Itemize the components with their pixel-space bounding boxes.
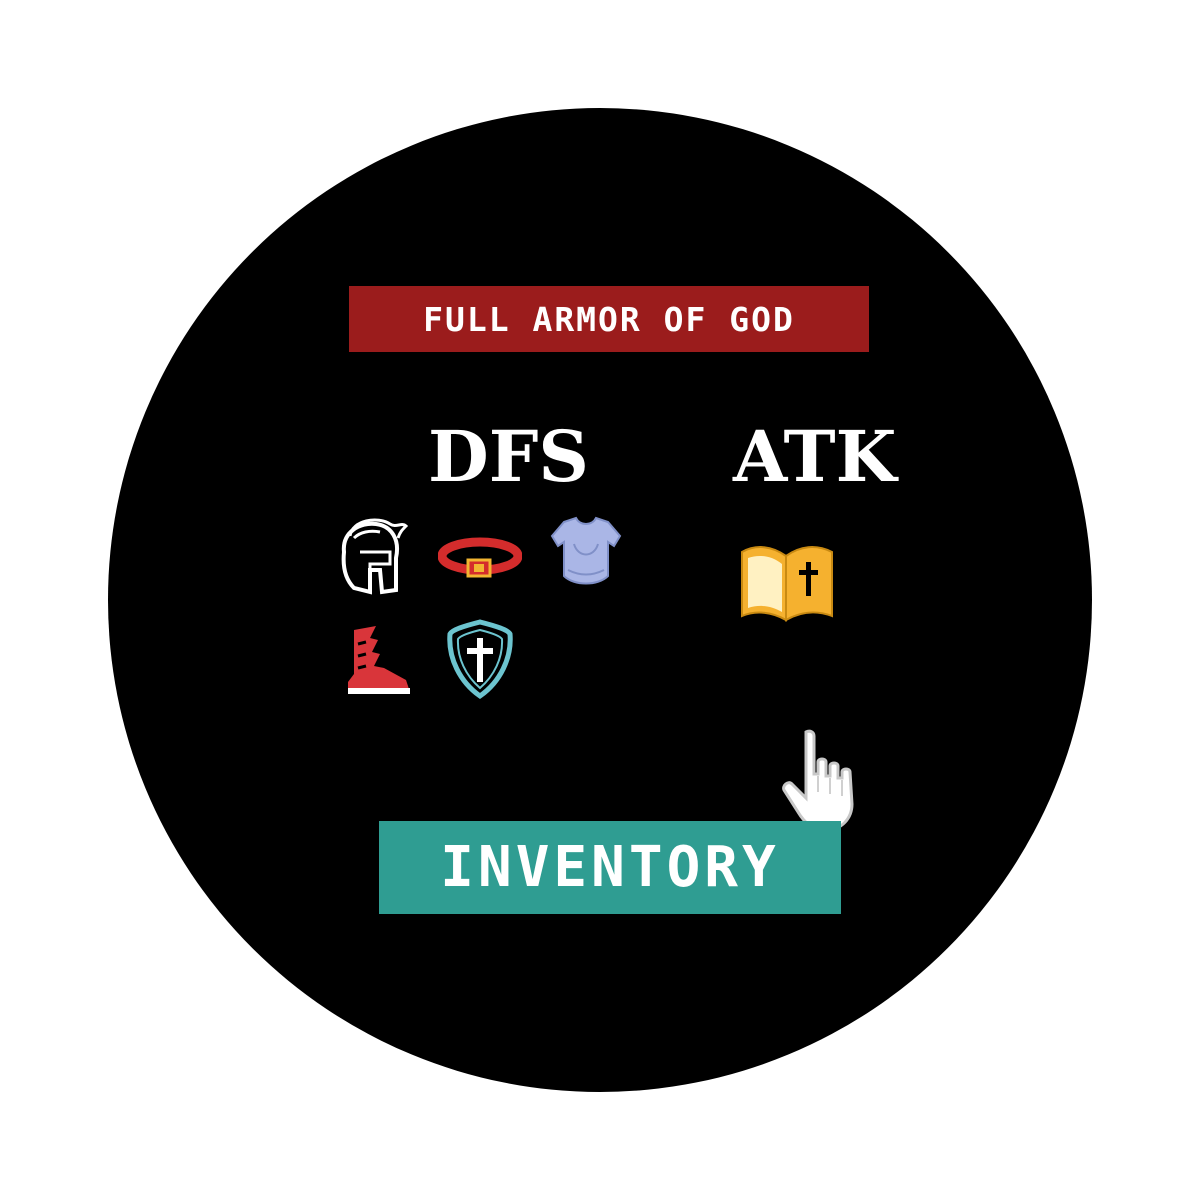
background-disc [108, 108, 1092, 1092]
defense-heading: DFS [428, 415, 589, 498]
breastplate-icon[interactable] [548, 514, 624, 592]
belt-icon[interactable] [438, 536, 522, 580]
boot-icon[interactable] [344, 624, 414, 696]
bible-icon[interactable] [738, 534, 836, 624]
title-banner: FULL ARMOR OF GOD [349, 286, 869, 352]
shield-icon[interactable] [446, 618, 514, 700]
helmet-icon[interactable] [330, 512, 408, 598]
hand-cursor-icon [782, 728, 862, 839]
attack-heading: ATK [733, 415, 897, 498]
inventory-button[interactable]: INVENTORY [379, 821, 841, 914]
